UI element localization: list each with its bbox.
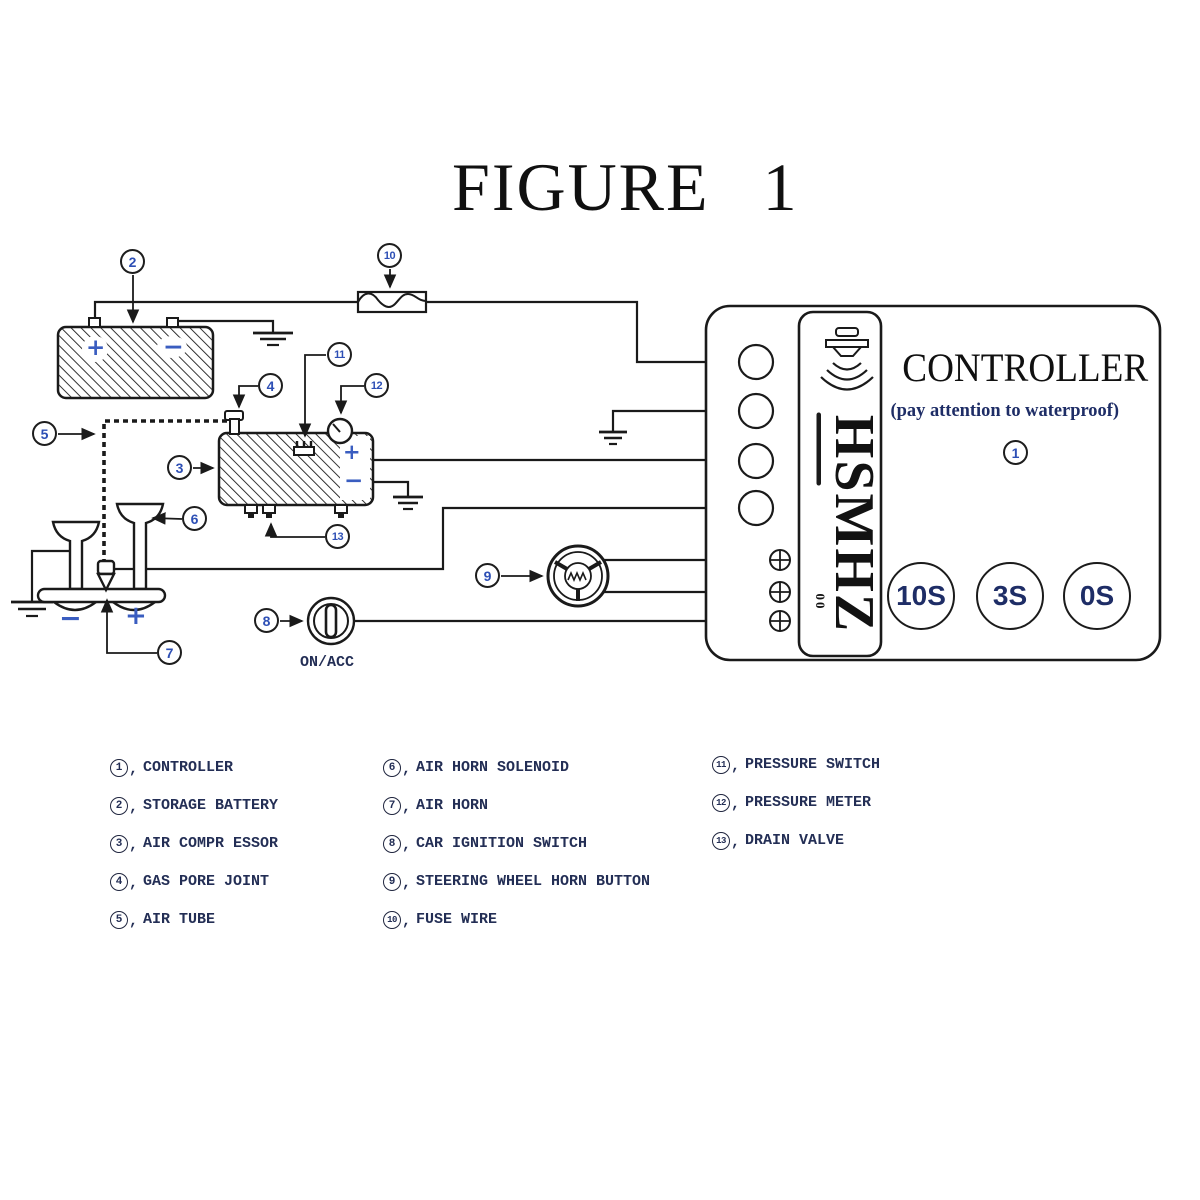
callout-leaders [58, 269, 544, 654]
legend-item-5: 5,AIR TUBE [110, 909, 215, 930]
battery-plus-sign: + [86, 335, 106, 361]
legend-num: 11 [712, 755, 730, 774]
air-compressor [217, 410, 375, 518]
callout-10: 10 [377, 243, 402, 268]
logo-bar [816, 412, 821, 486]
callout-3: 3 [167, 455, 192, 480]
steering-wheel-icon [546, 544, 610, 608]
battery-ground-icon [253, 331, 293, 347]
horn-plus-sign: + [125, 601, 147, 631]
storage-battery [56, 317, 215, 400]
legend-item-1: 1,CONTROLLER [110, 757, 233, 778]
battery-minus-sign: − [163, 332, 184, 361]
legend-item-2: 2,STORAGE BATTERY [110, 795, 278, 816]
legend-num: 8 [383, 834, 401, 853]
callout-1: 1 [1003, 440, 1028, 465]
legend-item-9: 9,STEERING WHEEL HORN BUTTON [383, 871, 650, 892]
air-horn [36, 502, 167, 612]
callout-5: 5 [32, 421, 57, 446]
compressor-plus-sign: + [343, 440, 361, 464]
callout-8: 8 [254, 608, 279, 633]
legend-num: 7 [383, 796, 401, 815]
callout-4: 4 [258, 373, 283, 398]
legend-num: 2 [110, 796, 128, 815]
ignition-switch-icon [306, 596, 356, 646]
horn-minus-sign: − [59, 603, 82, 634]
compressor-ground-icon [393, 495, 423, 511]
air-tube [102, 419, 227, 560]
legend-num: 6 [383, 758, 401, 777]
legend-item-10: 10,FUSE WIRE [383, 909, 497, 930]
wires [30, 300, 770, 623]
legend-item-6: 6,AIR HORN SOLENOID [383, 757, 569, 778]
controller-title: CONTROLLER [902, 345, 1149, 390]
callout-11: 11 [327, 342, 352, 367]
legend-num: 3 [110, 834, 128, 853]
pressure-switch-icon [293, 441, 315, 456]
callout-2: 2 [120, 249, 145, 274]
horn-ground-icon [11, 600, 53, 618]
legend-num: 5 [110, 910, 128, 929]
fuse-wire-symbol [356, 290, 428, 314]
button-10s: 10S [887, 562, 955, 630]
gas-pore-joint-icon [224, 410, 244, 435]
compressor-minus-sign: − [344, 468, 364, 494]
legend-num: 12 [712, 793, 730, 812]
legend-num: 10 [383, 910, 401, 929]
speaker-icon [820, 327, 874, 391]
legend-num: 13 [712, 831, 730, 850]
legend-item-12: 12,PRESSURE METER [712, 792, 871, 813]
legend-num: 4 [110, 872, 128, 891]
button-0s: 0S [1063, 562, 1131, 630]
legend-item-3: 3,AIR COMPR ESSOR [110, 833, 278, 854]
horn-solenoid-icon [96, 559, 116, 593]
controller-subtitle: (pay attention to waterproof) [890, 400, 1119, 421]
controller-box [704, 304, 1162, 662]
callout-9: 9 [475, 563, 500, 588]
button-3s: 3S [976, 562, 1044, 630]
legend-item-4: 4,GAS PORE JOINT [110, 871, 269, 892]
brand-logo-deco: 00 [813, 593, 828, 611]
controller-ground-icon [599, 430, 627, 446]
legend-item-7: 7,AIR HORN [383, 795, 488, 816]
figure-title: FIGURE 1 [452, 149, 799, 225]
callout-12: 12 [364, 373, 389, 398]
screw-terminals [769, 549, 791, 632]
pressure-meter-icon [326, 417, 354, 445]
callout-6: 6 [182, 506, 207, 531]
legend-num: 9 [383, 872, 401, 891]
brand-logo-text: HSMHZ [823, 414, 885, 634]
callout-7: 7 [157, 640, 182, 665]
legend-item-11: 11,PRESSURE SWITCH [712, 754, 880, 775]
ignition-label: ON/ACC [300, 654, 355, 671]
legend-item-13: 13,DRAIN VALVE [712, 830, 844, 851]
callout-13: 13 [325, 524, 350, 549]
legend-num: 1 [110, 758, 128, 777]
legend-item-8: 8,CAR IGNITION SWITCH [383, 833, 587, 854]
